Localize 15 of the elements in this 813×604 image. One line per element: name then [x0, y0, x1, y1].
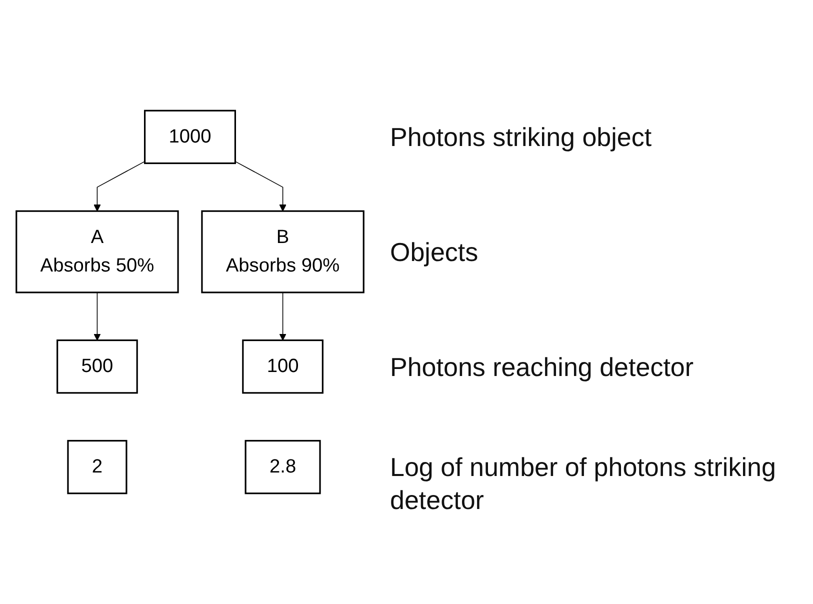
row-label: Photons striking object [390, 120, 653, 154]
node-box: 1000 [144, 110, 236, 164]
node-box: 2.8 [244, 440, 321, 494]
node-box: 100 [242, 339, 324, 394]
node-box: 2 [67, 440, 128, 494]
node-box: A Absorbs 50% [16, 210, 179, 294]
node-box: 500 [56, 339, 138, 394]
row-label: Objects [390, 236, 480, 268]
row-label: Log of number of photons striking detector [390, 451, 777, 516]
arrow [94, 161, 146, 212]
arrow [279, 292, 286, 341]
arrow [234, 161, 286, 212]
node-box: B Absorbs 90% [201, 210, 364, 294]
arrow [94, 292, 101, 341]
row-label: Photons reaching detector [390, 350, 695, 384]
